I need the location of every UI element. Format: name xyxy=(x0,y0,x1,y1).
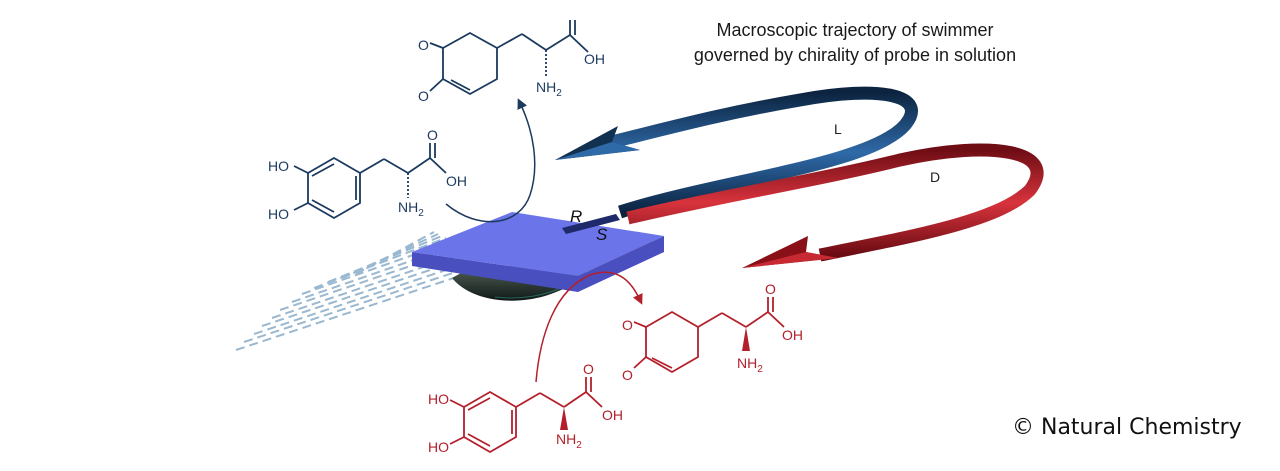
l-dopa-ho-bottom: HO xyxy=(268,206,289,222)
label-s: S xyxy=(596,225,608,244)
l-quinone-o-top: O xyxy=(418,37,429,53)
copyright-credit: © Natural Chemistry xyxy=(1012,415,1242,440)
l-quinone-o-bottom: O xyxy=(418,88,429,104)
d-dopa-o: O xyxy=(583,361,594,377)
d-dopa-wedge xyxy=(560,407,568,430)
diagram-caption: Macroscopic trajectory of swimmer govern… xyxy=(620,18,1090,68)
l-dopaquinone-molecule xyxy=(429,20,589,96)
d-quinone-nh2: NH2 xyxy=(737,355,763,375)
caption-line-2: governed by chirality of probe in soluti… xyxy=(693,45,1017,65)
l-dopa-oh: OH xyxy=(446,173,467,189)
caption-line-1: Macroscopic trajectory of swimmer xyxy=(716,20,994,40)
l-quinone-nh2: NH2 xyxy=(536,79,562,99)
d-quinone-o-acid: O xyxy=(765,281,776,297)
l-dopa-molecule xyxy=(293,143,447,220)
d-quinone-o-bottom: O xyxy=(622,367,633,383)
d-dopa-oh: OH xyxy=(602,407,623,423)
d-dopa-ho-top: HO xyxy=(428,391,449,407)
d-reaction-arrow xyxy=(535,271,643,383)
d-trajectory-arrow xyxy=(626,143,1044,268)
d-dopaquinone-molecule xyxy=(633,297,785,374)
d-quinone-wedge xyxy=(742,327,750,351)
label-l: L xyxy=(834,121,842,137)
l-dopa-o: O xyxy=(427,127,438,143)
l-quinone-oh: OH xyxy=(584,51,605,67)
swimmer-plate-top xyxy=(412,212,664,276)
swimmer: R S xyxy=(412,207,664,301)
d-quinone-o-top: O xyxy=(622,317,633,333)
swimmer-plate-side xyxy=(412,236,664,292)
l-dopa-nh2: NH2 xyxy=(398,199,424,219)
label-r: R xyxy=(570,207,582,226)
d-dopa-molecule xyxy=(449,377,603,454)
l-dopa-ho-top: HO xyxy=(268,158,289,174)
d-quinone-oh: OH xyxy=(782,327,803,343)
d-dopa-ho-bottom: HO xyxy=(428,439,449,455)
d-dopa-nh2: NH2 xyxy=(556,431,582,451)
l-reaction-arrow xyxy=(445,98,536,223)
label-d: D xyxy=(930,169,940,185)
l-trajectory-arrow xyxy=(555,86,918,219)
